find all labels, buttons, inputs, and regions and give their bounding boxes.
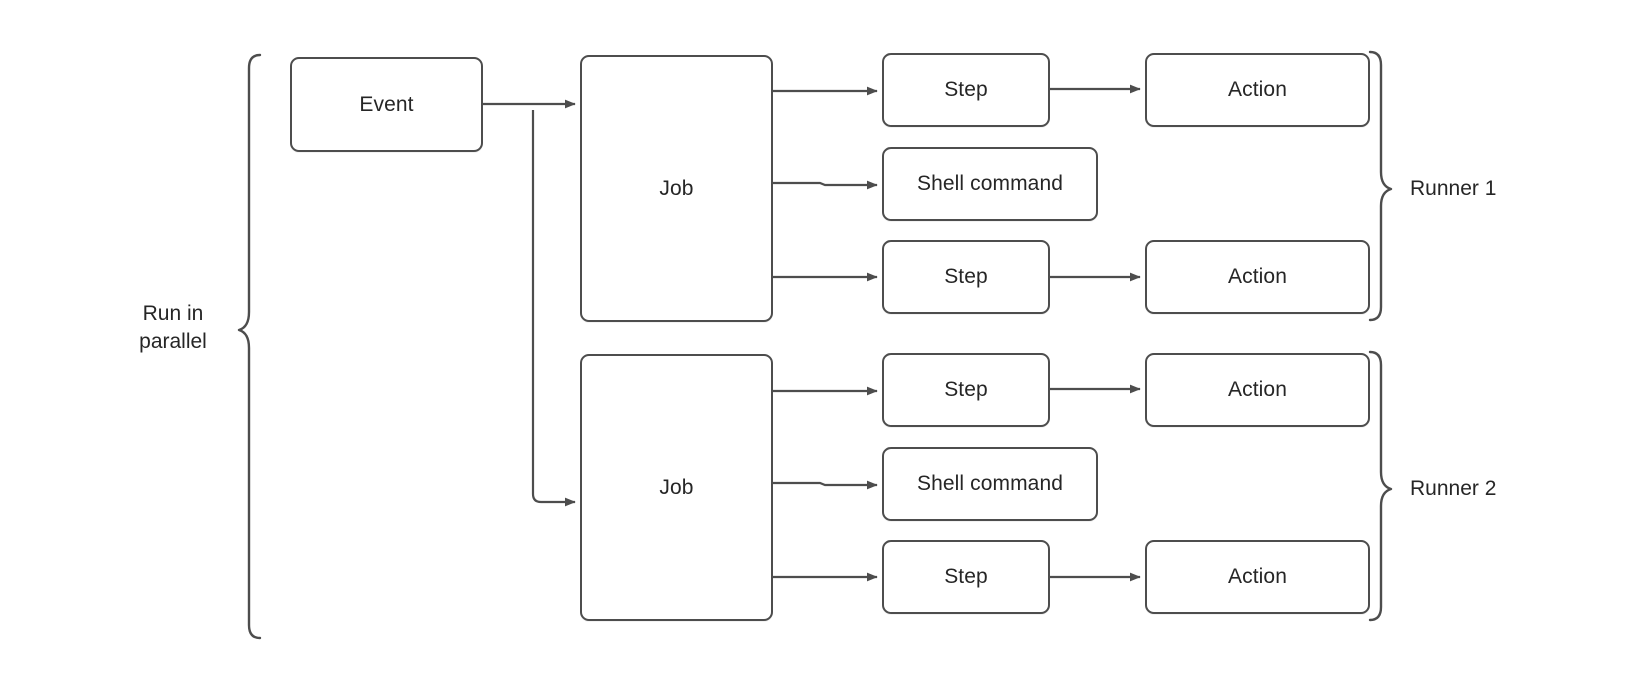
node-job-runner-2[interactable]: Job (580, 354, 773, 621)
node-shell-command-runner-2[interactable]: Shell command (882, 447, 1098, 521)
runner-2-brace (1368, 350, 1393, 622)
node-action-2-runner-1[interactable]: Action (1145, 240, 1370, 314)
node-shell-command-runner-1[interactable]: Shell command (882, 147, 1098, 221)
node-step-1-runner-2[interactable]: Step (882, 353, 1050, 427)
node-event[interactable]: Event (290, 57, 483, 152)
edge-job1-to-shell (773, 180, 878, 190)
edge-job2-to-shell (773, 480, 878, 490)
label-runner-2: Runner 2 (1410, 477, 1497, 500)
runner-1-brace (1368, 50, 1393, 322)
node-action-1-runner-2[interactable]: Action (1145, 353, 1370, 427)
edge-event-to-job2 (531, 110, 576, 507)
node-step-2-runner-1[interactable]: Step (882, 240, 1050, 314)
run-in-parallel-brace (237, 53, 262, 640)
node-step-2-runner-2[interactable]: Step (882, 540, 1050, 614)
node-step-1-runner-1[interactable]: Step (882, 53, 1050, 127)
label-runner-1: Runner 1 (1410, 177, 1497, 200)
label-run-in-parallel: Run in parallel (139, 302, 207, 353)
node-action-1-runner-1[interactable]: Action (1145, 53, 1370, 127)
node-action-2-runner-2[interactable]: Action (1145, 540, 1370, 614)
node-job-runner-1[interactable]: Job (580, 55, 773, 322)
